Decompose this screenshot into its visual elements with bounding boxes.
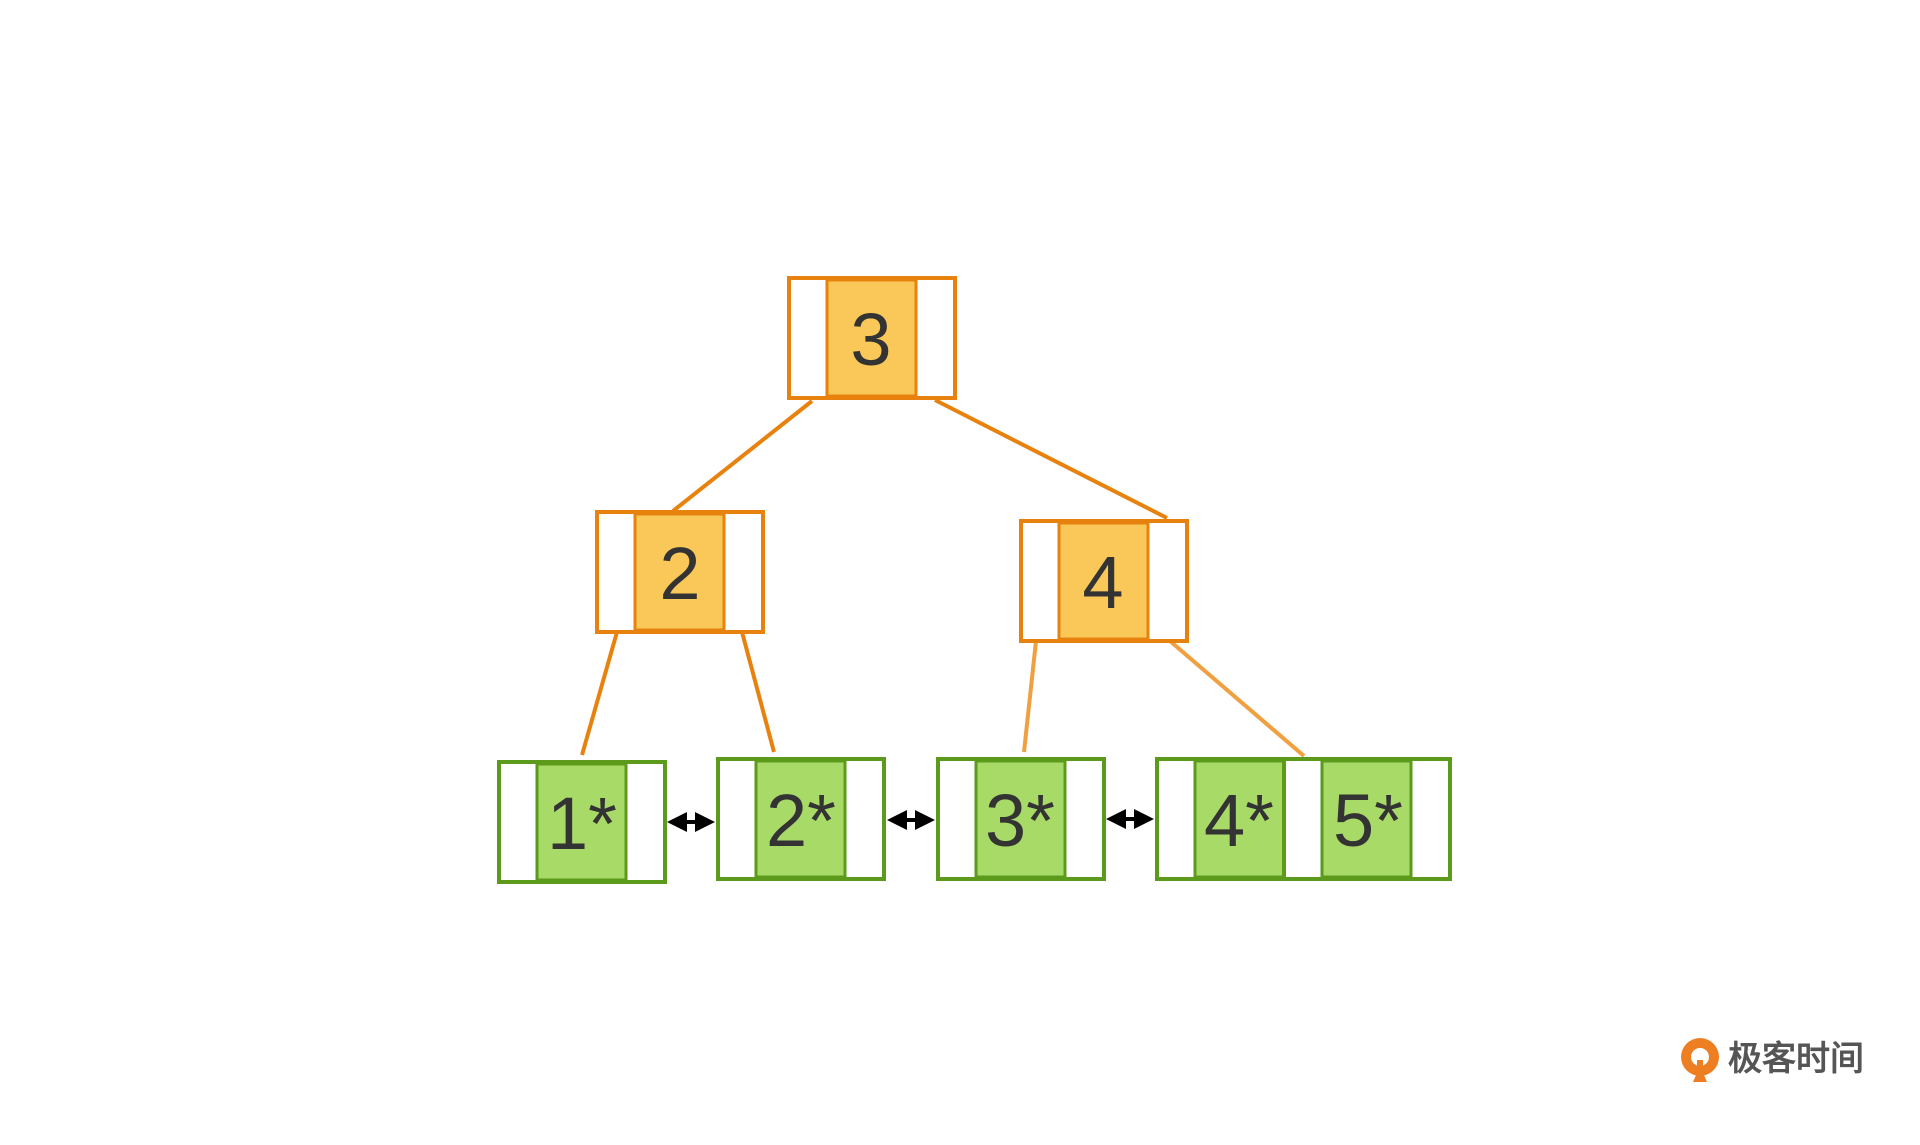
edge-left-leaf2	[740, 631, 776, 753]
leaf-key: 4*	[1204, 779, 1274, 862]
leaf-key: 1*	[547, 782, 617, 865]
leaf-key: 5*	[1333, 779, 1403, 862]
internal-node-right: 4	[1019, 519, 1189, 643]
leaf-node-1: 1*	[497, 760, 667, 884]
leaf-node-5: 5*	[1282, 757, 1452, 881]
leaf-node-2: 2*	[716, 757, 886, 881]
edge-root-right	[934, 398, 1168, 520]
leaf-links	[667, 809, 1154, 832]
tree-edges	[580, 398, 1306, 758]
leaf-node-3: 3*	[936, 757, 1106, 881]
node-key: 2	[659, 532, 700, 615]
edge-root-left	[671, 399, 814, 513]
brand-text: 极客时间	[1728, 1039, 1864, 1079]
brand-logo-icon	[1681, 1038, 1719, 1082]
leaf-key: 2*	[766, 779, 836, 862]
node-key: 4	[1082, 541, 1123, 624]
edge-right-leaf3	[1022, 640, 1038, 753]
brand-watermark: 极客时间	[1681, 1038, 1864, 1082]
leaf-key: 3*	[985, 779, 1055, 862]
edge-left-leaf1	[580, 631, 619, 756]
edge-right-leaf4	[1168, 639, 1306, 758]
node-key: 3	[850, 298, 891, 381]
internal-node-root: 3	[787, 276, 957, 400]
internal-node-left: 2	[595, 510, 765, 634]
